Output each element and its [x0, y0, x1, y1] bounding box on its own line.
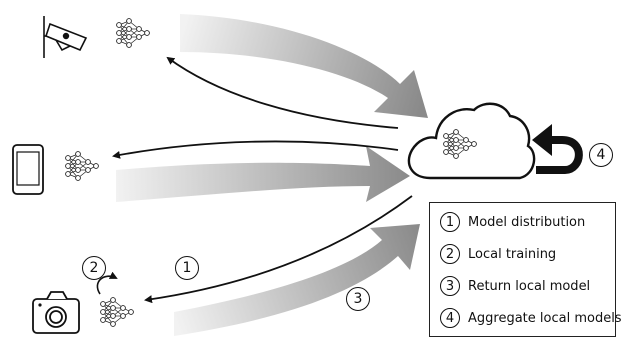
- legend-item: 3 Return local model: [440, 273, 590, 299]
- legend-item: 4 Aggregate local models: [440, 305, 621, 331]
- legend-number: 2: [440, 244, 460, 264]
- cloud-icon: [407, 102, 536, 180]
- step-badge-3: 3: [346, 287, 370, 311]
- step-badge-4: 4: [589, 143, 613, 167]
- distribution-arrow-phone: [112, 140, 399, 159]
- legend-label: Aggregate local models: [468, 310, 621, 326]
- legend-number: 4: [440, 308, 460, 328]
- legend-box: 1 Model distribution 2 Local training 3 …: [429, 202, 621, 337]
- neural-network-icon: [65, 151, 99, 181]
- legend-number: 3: [440, 276, 460, 296]
- legend-label: Model distribution: [468, 214, 586, 230]
- distribution-arrow-camera-top: [166, 56, 399, 129]
- legend-label: Local training: [468, 246, 557, 262]
- aggregate-arrow-icon: [532, 124, 583, 174]
- upload-arrow-phone: [116, 146, 410, 202]
- legend-item: 1 Model distribution: [440, 209, 585, 235]
- neural-network-icon: [116, 18, 150, 48]
- smartphone-icon: [12, 144, 44, 195]
- legend-label: Return local model: [468, 278, 591, 294]
- security-camera-icon: [43, 16, 88, 58]
- distribution-arrow-camera-bottom: [144, 195, 413, 304]
- legend-item: 2 Local training: [440, 241, 556, 267]
- step-badge-2: 2: [82, 256, 106, 280]
- neural-network-icon: [100, 297, 134, 327]
- camera-icon: [32, 291, 80, 334]
- local-training-arrow-icon: [96, 271, 118, 295]
- upload-arrow-camera-bottom: [174, 224, 420, 336]
- step-badge-1: 1: [175, 256, 199, 280]
- upload-arrow-camera-top: [180, 14, 428, 118]
- legend-number: 1: [440, 212, 460, 232]
